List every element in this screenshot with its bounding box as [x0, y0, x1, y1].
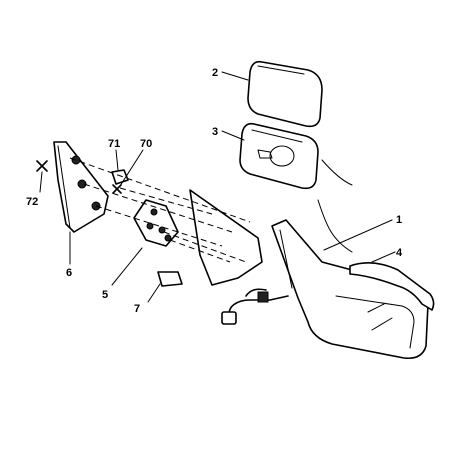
alignment-lines [69, 157, 251, 263]
callout-1: 1 [396, 214, 402, 226]
wiring-harness [221, 288, 289, 325]
bezel-clip [77, 179, 87, 189]
callout-3: 3 [212, 126, 218, 138]
callout-70: 70 [140, 138, 152, 150]
door-panel [189, 159, 353, 286]
trim-bezel [53, 141, 109, 233]
callout-72: 72 [26, 196, 38, 208]
callout-4: 4 [396, 247, 403, 259]
callout-labels: 1 2 3 4 5 6 7 70 71 72 [26, 67, 403, 315]
screw [36, 160, 48, 172]
insulator [157, 271, 183, 287]
mirror-glass [247, 60, 323, 128]
mirror-mounting-bracket [133, 199, 179, 247]
callout-2: 2 [212, 67, 218, 79]
mirror-glass-backing-plate [239, 122, 319, 190]
callout-5: 5 [102, 289, 108, 301]
callout-7: 7 [134, 303, 140, 315]
mirror-housing-cover [349, 262, 435, 311]
callout-6: 6 [66, 267, 72, 279]
bezel-clip [71, 155, 81, 165]
callout-71: 71 [108, 138, 120, 150]
leader-lines [39, 71, 396, 303]
